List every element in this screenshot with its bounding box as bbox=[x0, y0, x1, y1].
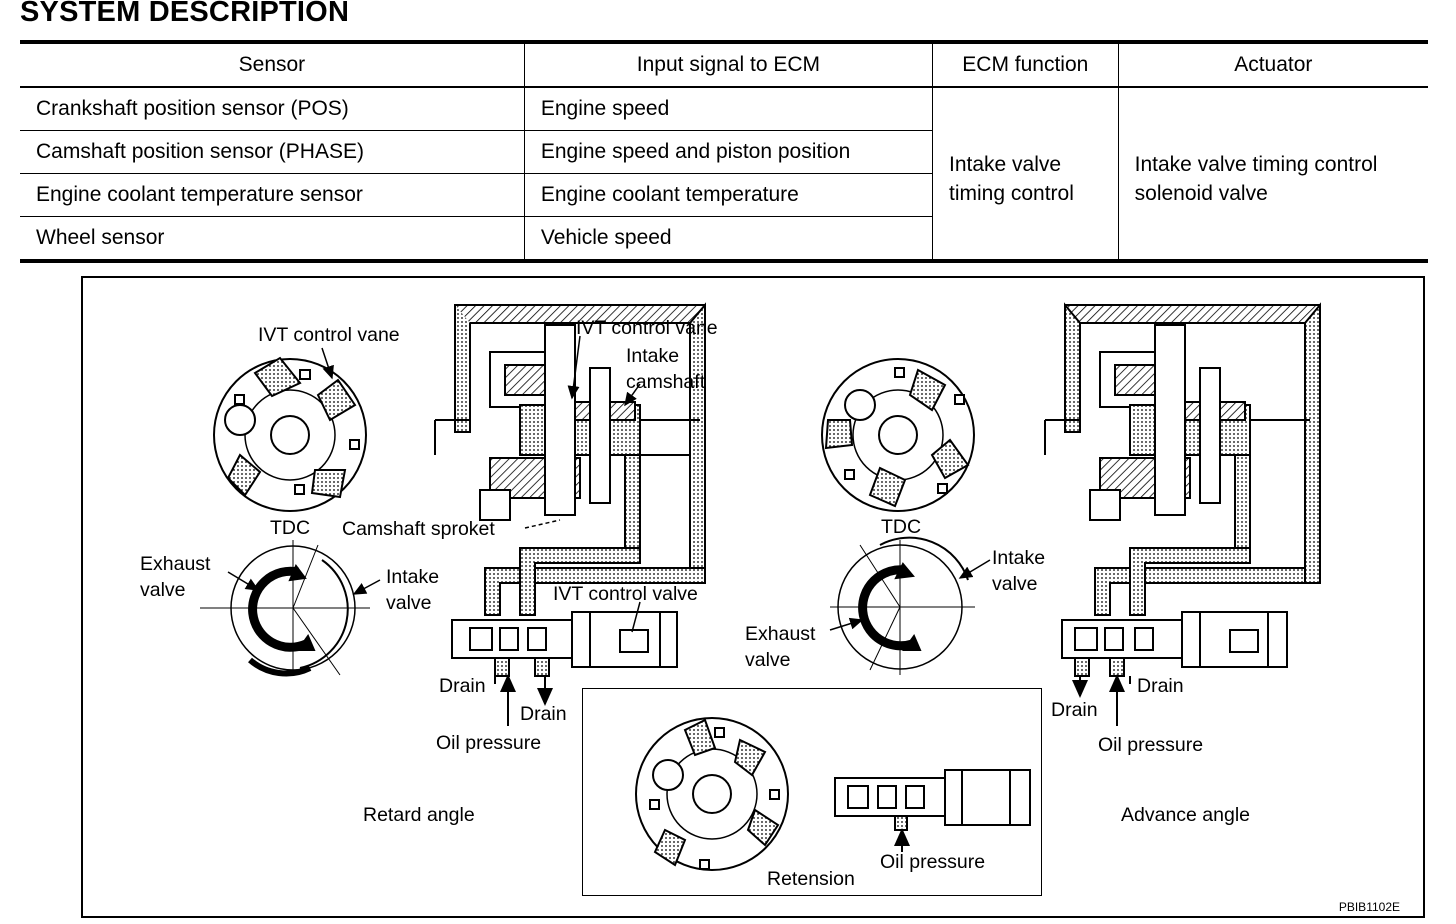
label-ivt-control-valve: IVT control valve bbox=[553, 583, 698, 605]
retard-timing-diagram bbox=[200, 540, 370, 677]
label-ivt-control-vane-center: IVT control vane bbox=[576, 317, 718, 339]
label-intake-right: Intake bbox=[992, 547, 1046, 569]
sensor-cell: Engine coolant temperature sensor bbox=[20, 173, 525, 217]
column-header-actuator: Actuator bbox=[1117, 42, 1428, 88]
retension-inset-frame bbox=[582, 688, 1042, 896]
input-signal-cell: Engine speed and piston position bbox=[523, 130, 933, 174]
label-retard-angle: Retard angle bbox=[363, 804, 475, 826]
actuator-cell: Intake valve timing control solenoid val… bbox=[1117, 87, 1428, 263]
system-description-table: Sensor Input signal to ECM ECM function … bbox=[20, 40, 1428, 263]
label-tdc-left: TDC bbox=[270, 517, 311, 539]
label-advance-angle: Advance angle bbox=[1121, 804, 1251, 826]
diagram-frame bbox=[81, 276, 1425, 918]
table-header-row: Sensor Input signal to ECM ECM function … bbox=[20, 42, 1428, 88]
label-ivt-control-vane-left: IVT control vane bbox=[258, 324, 400, 346]
retension-vane-wheel bbox=[635, 717, 789, 871]
column-header-sensor: Sensor bbox=[20, 42, 525, 88]
table-row: Engine coolant temperature sensor Engine… bbox=[20, 173, 1428, 217]
advance-timing-diagram bbox=[830, 536, 975, 675]
sensor-cell: Camshaft position sensor (PHASE) bbox=[20, 130, 525, 174]
retard-ivt-control-valve bbox=[451, 611, 678, 677]
retard-vane-wheel bbox=[213, 356, 367, 512]
label-drain-3: Drain bbox=[1137, 675, 1184, 697]
input-signal-cell: Engine coolant temperature bbox=[523, 173, 933, 217]
label-camshaft: camshaft bbox=[626, 371, 706, 393]
label-intake-left: Intake bbox=[386, 566, 440, 588]
sensor-cell: Wheel sensor bbox=[20, 216, 525, 263]
ecm-function-line: timing control bbox=[948, 181, 1074, 205]
column-header-ecm-function: ECM function bbox=[931, 42, 1119, 88]
label-valve-exhaust-right: valve bbox=[745, 649, 791, 671]
label-valve-intake-left: valve bbox=[386, 592, 432, 614]
advance-camshaft-section bbox=[1044, 302, 1321, 616]
figure-code: PBIB1102E bbox=[1338, 900, 1400, 914]
sensor-cell: Crankshaft position sensor (POS) bbox=[20, 87, 525, 131]
input-signal-cell: Engine speed bbox=[523, 87, 933, 131]
table-row: Crankshaft position sensor (POS) Engine … bbox=[20, 87, 1428, 263]
actuator-line: solenoid valve bbox=[1134, 181, 1268, 205]
retard-camshaft-section bbox=[434, 302, 706, 616]
label-drain-4: Drain bbox=[1051, 699, 1098, 721]
input-signal-cell: Vehicle speed bbox=[523, 216, 933, 263]
label-drain-1: Drain bbox=[439, 675, 486, 697]
retension-control-valve bbox=[834, 769, 1031, 831]
label-camshaft-sproket: Camshaft sproket bbox=[342, 518, 495, 540]
label-exhaust-right: Exhaust bbox=[745, 623, 816, 645]
advance-ivt-control-valve bbox=[1061, 611, 1288, 677]
label-exhaust-left: Exhaust bbox=[140, 553, 211, 575]
label-oil-pressure-right: Oil pressure bbox=[1098, 734, 1204, 756]
ecm-function-line: Intake valve bbox=[948, 152, 1062, 176]
page-title: SYSTEM DESCRIPTION bbox=[20, 0, 350, 28]
label-oil-pressure-left: Oil pressure bbox=[436, 732, 542, 754]
label-valve-left: valve bbox=[140, 579, 186, 601]
advance-vane-wheel bbox=[821, 358, 975, 512]
label-intake: Intake bbox=[626, 345, 680, 367]
actuator-line: Intake valve timing control bbox=[1134, 152, 1378, 176]
label-valve-intake-right: valve bbox=[992, 573, 1038, 595]
table-row: Camshaft position sensor (PHASE) Engine … bbox=[20, 130, 1428, 174]
label-oil-pressure-center: Oil pressure bbox=[880, 851, 986, 873]
label-retension: Retension bbox=[767, 868, 855, 890]
label-drain-2: Drain bbox=[520, 703, 567, 725]
table-row: Wheel sensor Vehicle speed bbox=[20, 216, 1428, 263]
label-tdc-right: TDC bbox=[881, 516, 922, 538]
column-header-input-signal: Input signal to ECM bbox=[523, 42, 933, 88]
ecm-function-cell: Intake valve timing control bbox=[931, 87, 1119, 263]
